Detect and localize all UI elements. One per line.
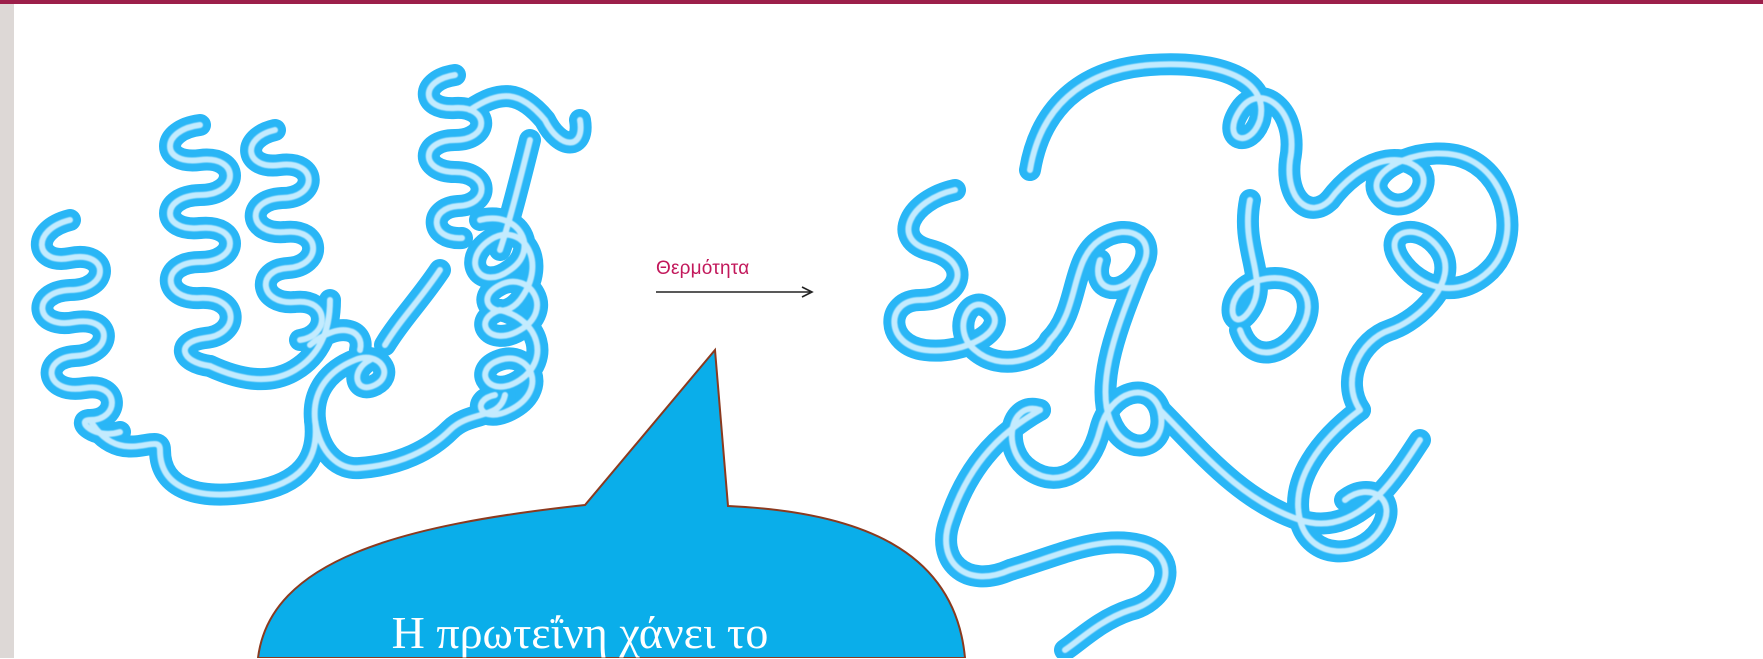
native-protein (42, 75, 581, 495)
denatured-protein (894, 64, 1507, 650)
heat-arrow (656, 287, 812, 297)
callout-text: Η πρωτεΐνη χάνει το (200, 606, 960, 659)
heat-label: Θερμότητα (656, 258, 749, 280)
